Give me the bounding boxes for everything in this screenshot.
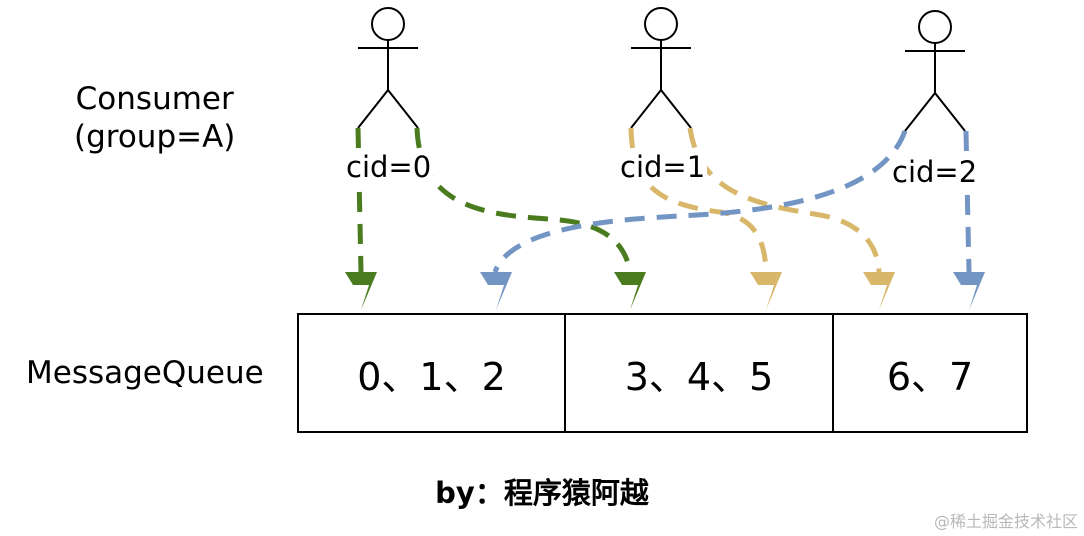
consumer-figure-0 — [357, 7, 419, 129]
message-queue-label: MessageQueue — [26, 355, 264, 391]
queue-box — [297, 313, 1028, 433]
queue-cell-2: 6、7 — [886, 354, 974, 399]
arrowhead-blue-q0 — [480, 272, 512, 310]
arrowhead-yellow-q2 — [863, 272, 895, 310]
arrowheads — [345, 272, 985, 310]
consumer-figure-2 — [904, 10, 966, 132]
consumer-id-1: cid=1 — [618, 150, 708, 184]
watermark: @稀土掘金技术社区 — [933, 512, 1078, 531]
flows-cid-0 — [355, 127, 633, 273]
consumer-figure-1 — [630, 7, 692, 129]
arrowhead-green-q1 — [614, 272, 646, 310]
consumer-group-id: (group=A) — [74, 119, 236, 155]
queue-cell-0: 0、1、2 — [357, 354, 506, 399]
arrowhead-green-q0 — [345, 272, 377, 310]
author-byline: by：程序猿阿越 — [435, 476, 649, 510]
consumer-title: Consumer — [75, 81, 234, 117]
arrowhead-blue-q2 — [953, 272, 985, 310]
arrowhead-yellow-q1 — [750, 272, 782, 310]
consumer-id-0: cid=0 — [344, 150, 434, 184]
consumer-group-label: Consumer (group=A) — [74, 80, 235, 156]
queue-cell-1: 3、4、5 — [624, 354, 774, 399]
flows-cid-2 — [492, 130, 972, 273]
consumer-id-2: cid=2 — [890, 155, 980, 189]
